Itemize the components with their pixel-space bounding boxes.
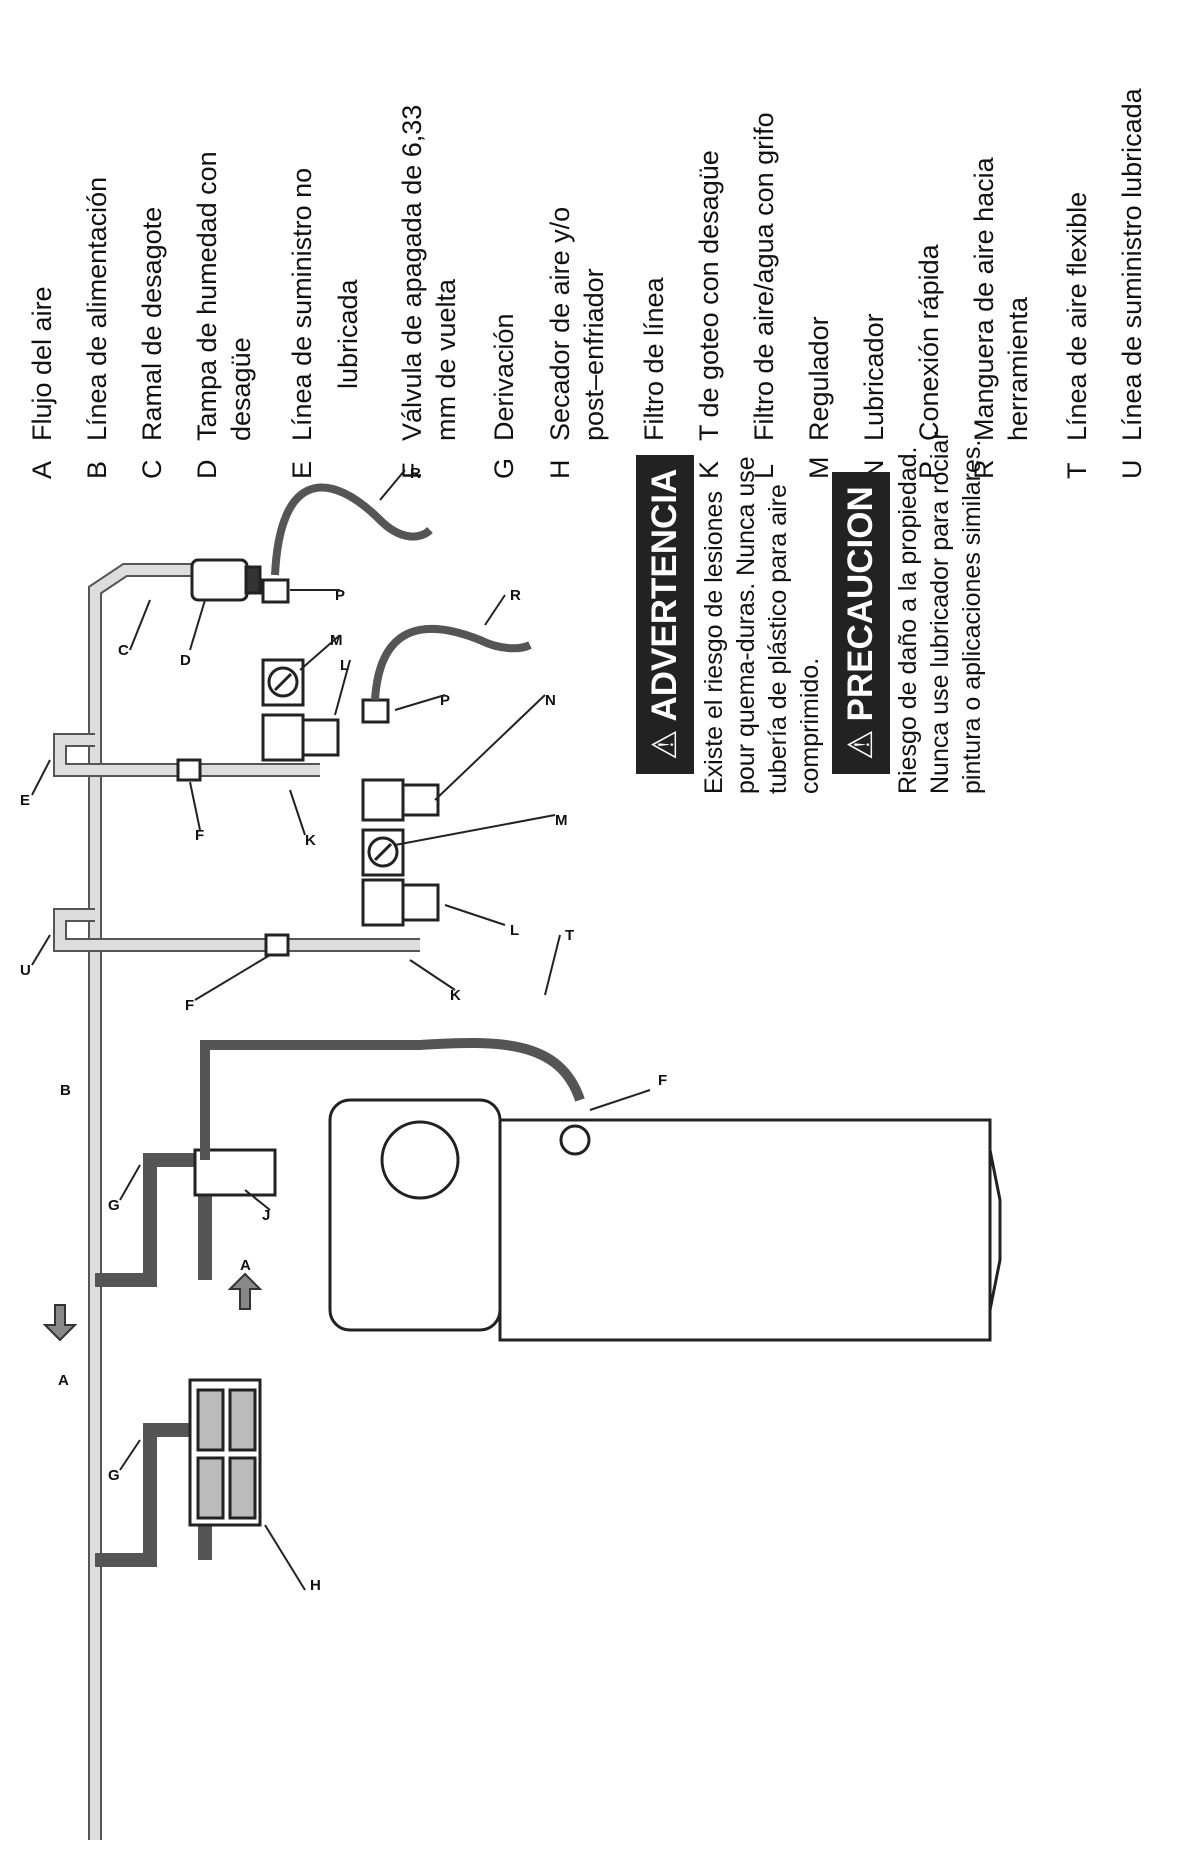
caution-text: Riesgo de daño a la propiedad. Nunca use… — [894, 431, 986, 794]
warning-banner: ⚠ADVERTENCIA — [636, 454, 694, 774]
bypass-g-upper — [95, 1153, 212, 1287]
diagram-label-l2: L — [510, 922, 519, 939]
diagram-label-p1: P — [335, 587, 345, 604]
air-flow-arrow-down — [227, 1272, 263, 1310]
legend-item-l: LFiltro de aire/agua con grifo — [749, 112, 779, 479]
diagram-label-r1: R — [410, 465, 421, 482]
shutoff-valve-f-1 — [176, 758, 202, 782]
diagram-label-t: T — [565, 927, 574, 944]
legend-item-b: BLínea de alimentación — [82, 176, 112, 479]
diagram-label-f3: F — [658, 1072, 667, 1089]
caution-banner: ⚠PRECAUCION — [832, 472, 890, 774]
diagram-label-r2: R — [510, 587, 521, 604]
warning-icon: ⚠ — [646, 729, 684, 760]
diagram-label-g1: G — [108, 1197, 120, 1214]
diagram-label-c: C — [118, 642, 129, 659]
flex-line-t — [200, 1038, 585, 1160]
diagram-label-u: U — [20, 962, 31, 979]
caution-icon: ⚠ — [842, 729, 880, 760]
legend-item-k: KT de goteo con desagüe — [694, 150, 724, 479]
diagram-label-k2: K — [450, 987, 461, 1004]
shutoff-valve-f-2 — [264, 933, 290, 957]
diagram-label-f1: F — [195, 827, 204, 844]
diagram-label-n: N — [545, 692, 556, 709]
diagram-label-g2: G — [108, 1467, 120, 1484]
diagram-label-e: E — [20, 792, 30, 809]
quick-coupler-p-upper — [261, 578, 290, 604]
diagram-label-l1: L — [340, 657, 349, 674]
compressor-tank — [328, 1098, 1002, 1342]
hose-r-lower — [371, 624, 532, 701]
diagram-label-a1: A — [58, 1372, 69, 1389]
hose-r-upper — [271, 483, 433, 576]
legend-item-m: MRegulador — [804, 316, 834, 479]
legend-item-c: CRamal de desagote — [137, 206, 167, 479]
diagram-label-p2: P — [440, 692, 450, 709]
legend-item-a: AFlujo del aire — [27, 286, 57, 479]
legend-item-u: ULínea de suministro lubricada — [1117, 88, 1147, 479]
diagram-label-b: B — [60, 1082, 71, 1099]
warning-text: Existe el riesgo de lesiones pour quema-… — [700, 456, 824, 794]
lubricator-n — [361, 778, 405, 822]
diagram-label-h: H — [310, 1577, 321, 1594]
legend-item-j: JFiltro de línea — [639, 277, 669, 479]
diagram-label-d: D — [180, 652, 191, 669]
air-flow-arrow-top — [42, 1304, 78, 1342]
diagram-label-m2: M — [555, 812, 568, 829]
diagram-label-f2: F — [185, 997, 194, 1014]
diagram-label-a2: A — [240, 1257, 251, 1274]
diagram-label-k1: K — [305, 832, 316, 849]
legend-item-t: TLínea de aire flexible — [1062, 191, 1092, 479]
filter-l-lower — [361, 878, 405, 927]
diagram-label-j: J — [262, 1207, 270, 1224]
legend-item-g: GDerivación — [489, 313, 519, 479]
legend-item-n: NLubricador — [859, 313, 889, 479]
